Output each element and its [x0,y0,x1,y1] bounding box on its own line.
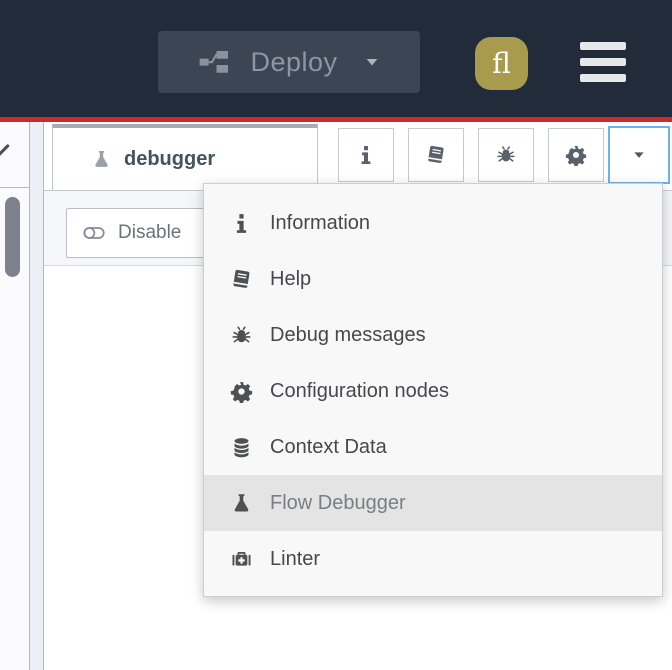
menu-item-flow-debugger[interactable]: Flow Debugger [204,475,662,531]
gear-icon [230,380,253,403]
deploy-caret-icon[interactable] [362,54,382,70]
database-icon [230,436,253,459]
configuration-nodes-tab-button[interactable] [548,128,604,182]
deploy-button[interactable]: Deploy [158,31,420,93]
sidebar-menu-toggle-button[interactable] [608,126,670,184]
book-icon [230,268,253,291]
flask-icon [91,149,112,170]
hamburger-menu-icon[interactable] [580,42,626,82]
disable-button-label: Disable [118,222,182,243]
avatar[interactable]: fl [475,37,528,90]
menu-item-linter[interactable]: Linter [204,531,662,587]
menu-item-configuration-nodes[interactable]: Configuration nodes [204,363,662,419]
menu-item-context-data[interactable]: Context Data [204,419,662,475]
info-icon [230,212,253,235]
tab-debugger-label: debugger [124,147,216,170]
book-icon [425,144,447,166]
menu-item-debug-messages[interactable]: Debug messages [204,307,662,363]
flask-icon [230,492,253,515]
bug-icon [230,324,253,347]
caret-down-icon [631,148,647,162]
workspace-top-strip [0,122,29,188]
menu-item-information[interactable]: Information [204,195,662,251]
deploy-label: Deploy [250,46,338,77]
header-accent-line [0,117,672,122]
info-icon [355,144,377,166]
sidebar-splitter[interactable] [30,122,44,670]
help-tab-button[interactable] [408,128,464,182]
disable-button[interactable]: Disable [66,208,216,258]
debug-messages-tab-button[interactable] [478,128,534,182]
information-tab-button[interactable] [338,128,394,182]
sidebar-dropdown-menu: Information Help Debug messages Configur… [203,183,663,597]
workspace-edge [0,122,30,670]
tab-debugger[interactable]: debugger [52,124,318,190]
medkit-icon [230,548,253,571]
chevron-down-icon[interactable] [0,140,10,162]
header: Deploy fl [0,0,672,117]
vertical-scrollbar-thumb[interactable] [5,197,20,277]
gear-icon [565,144,587,166]
bug-icon [495,144,517,166]
deploy-nodes-icon [196,47,232,77]
menu-item-help[interactable]: Help [204,251,662,307]
toggle-off-icon [81,222,107,244]
